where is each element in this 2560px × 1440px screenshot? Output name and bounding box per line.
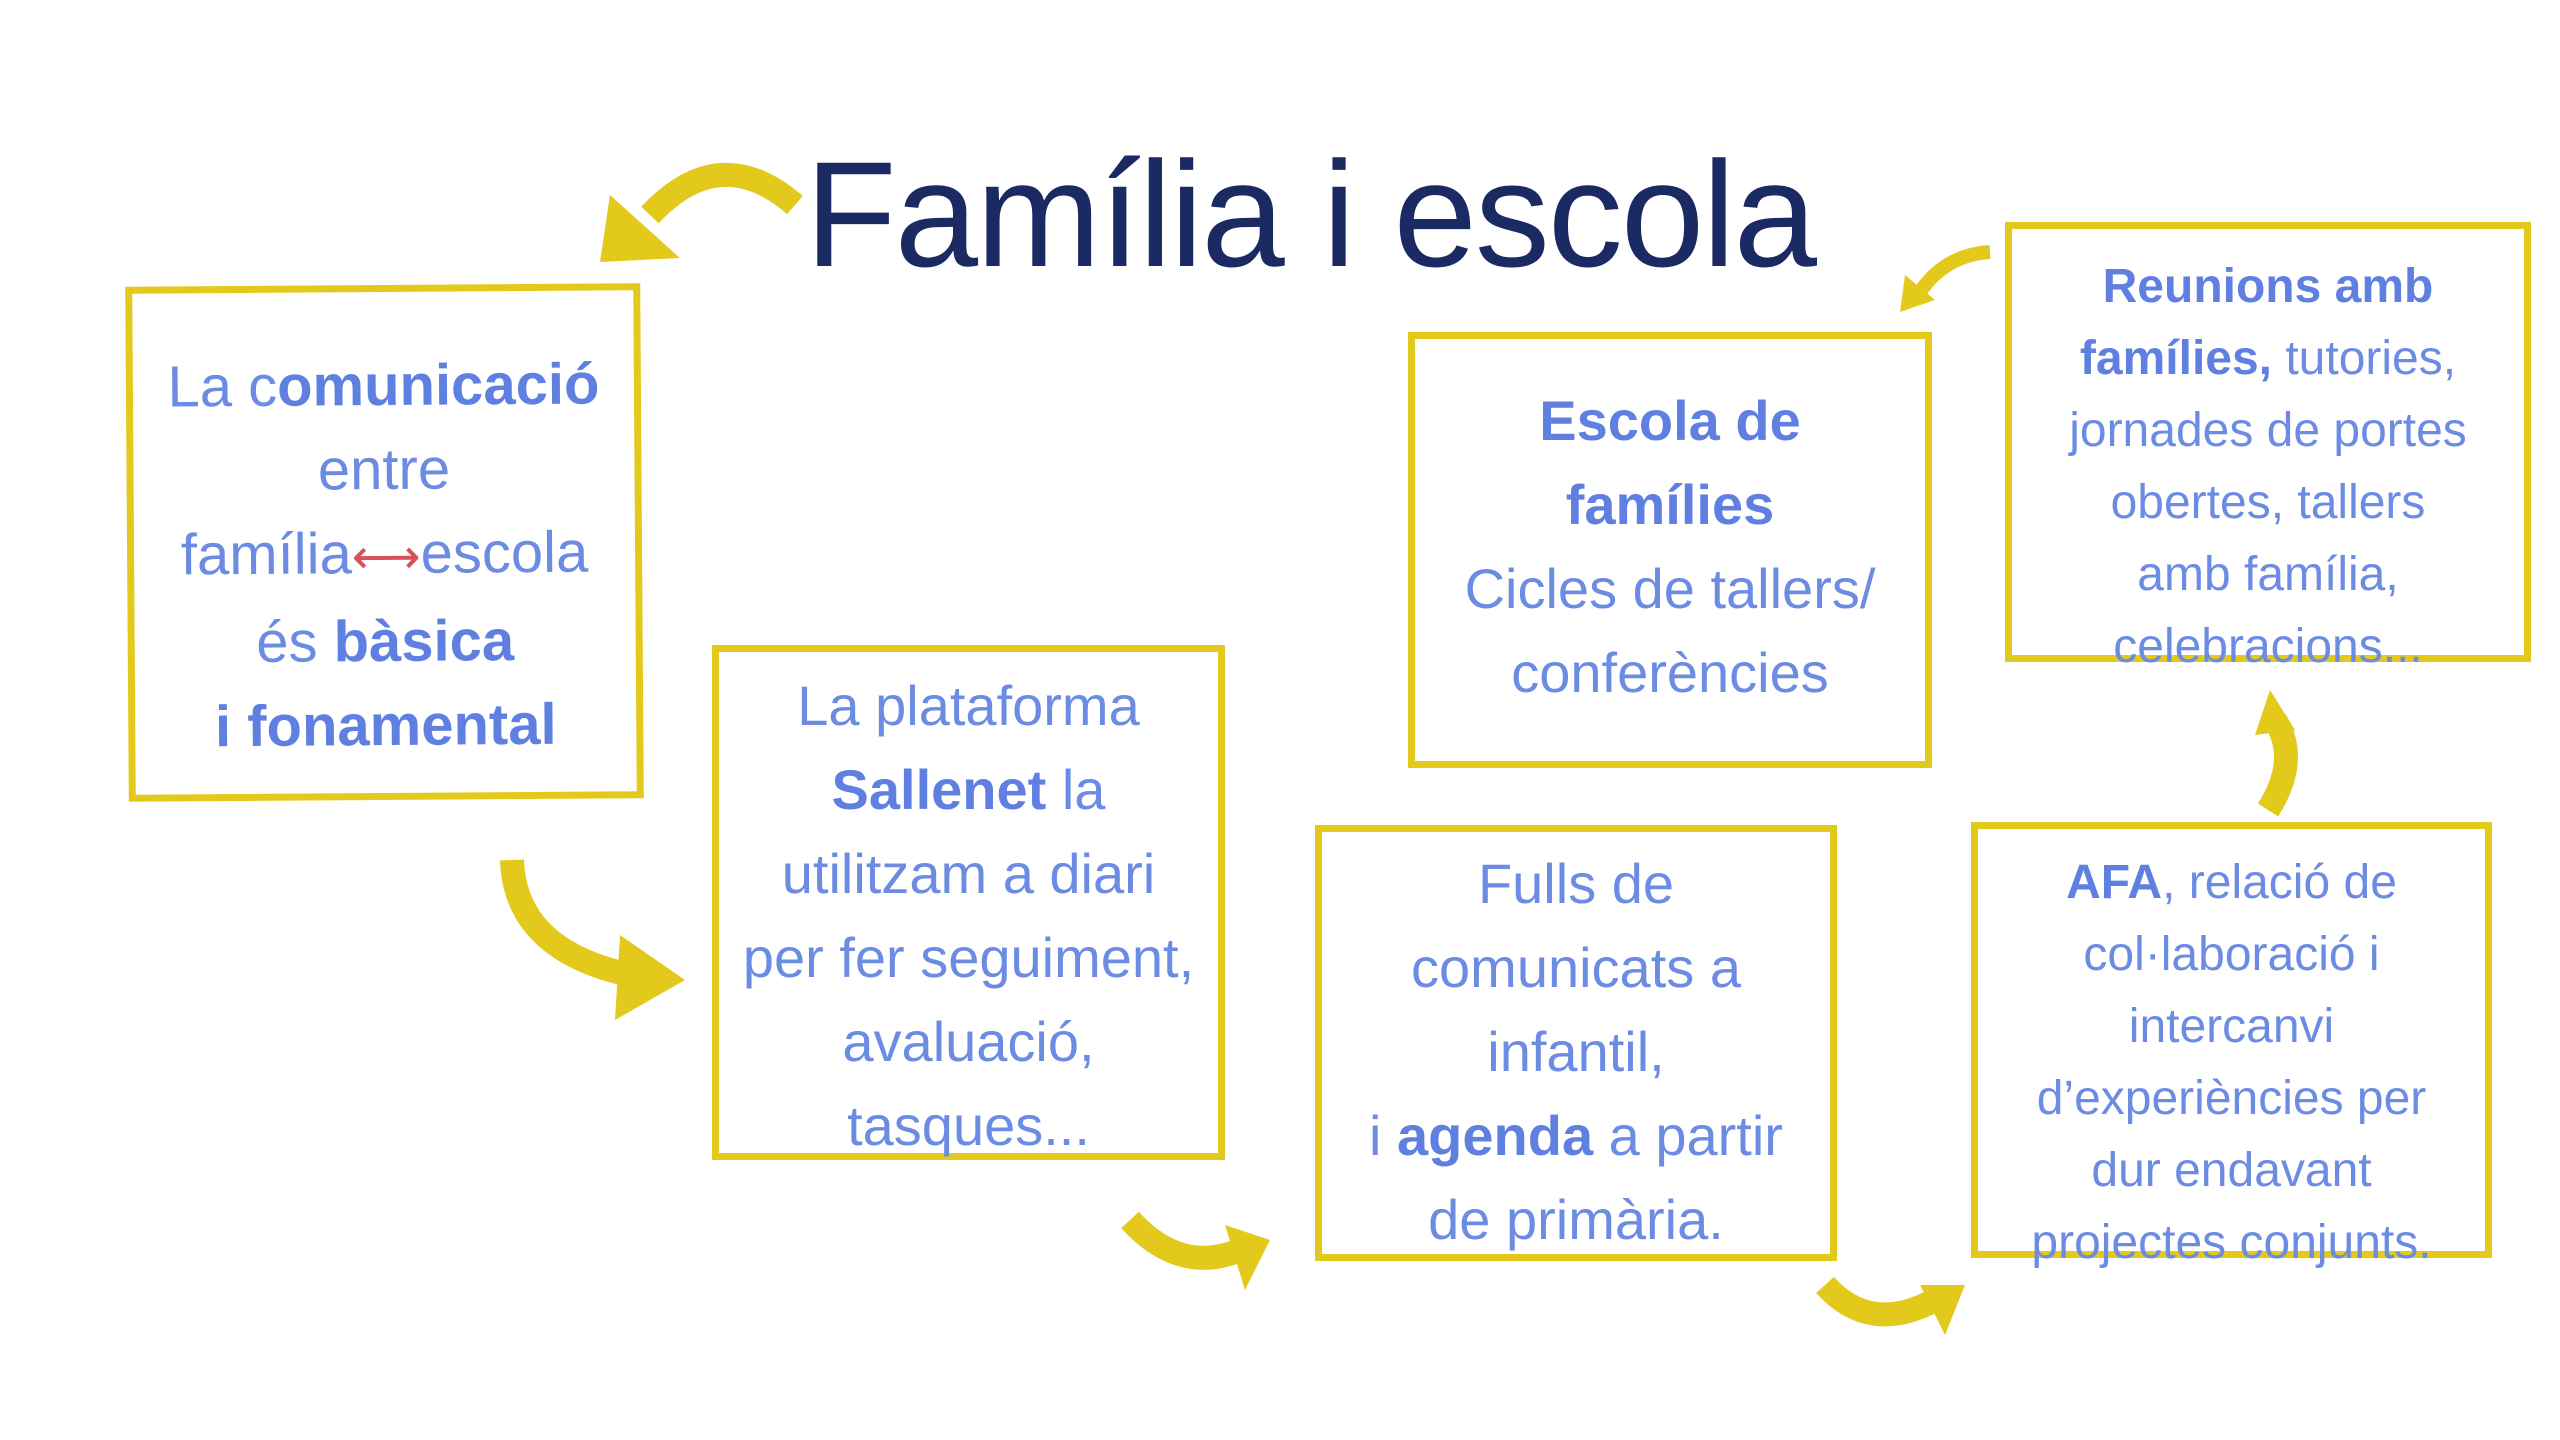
text: avaluació, [842,1010,1095,1073]
text: escola [420,519,589,586]
arrowhead-icon [600,195,680,262]
bold-text: Escola de [1539,389,1801,452]
text: col·laboració i [2083,928,2380,981]
text: és [255,609,334,675]
text: família [180,521,352,588]
page-title: Família i escola [805,130,1817,298]
text: Cicles de tallers/ [1464,557,1876,620]
box-reunions: Reunions amb famílies, tutories, jornade… [2005,222,2531,673]
curved-arrow-icon [1914,245,1991,297]
box-afa: AFA, relació de col·laboració i intercan… [1971,822,2492,1269]
text: la [1046,758,1106,821]
bold-text: Sallenet [831,758,1047,821]
text: a partir [1593,1104,1783,1167]
bold-text: i fonamental [214,691,557,760]
curved-arrow-icon [1816,1276,1941,1327]
text: tutories, [2272,332,2457,385]
curved-arrow-icon [2257,713,2298,817]
arrowhead-icon [1900,275,1935,312]
text: infantil, [1487,1020,1665,1083]
text: jornades de portes [2069,404,2467,457]
text: tasques... [847,1094,1090,1157]
arrowhead-icon [1225,1225,1270,1290]
text: utilitzam a diari [781,842,1156,905]
bold-text: Reunions amb [2102,260,2434,313]
bold-text: AFA [2066,856,2163,909]
curved-arrow-icon [1121,1211,1245,1270]
bold-text: famílies, [2079,332,2272,385]
bold-text: omunicació [276,351,600,419]
text: d’experiències per [2036,1072,2427,1125]
text: dur endavant [2091,1144,2372,1197]
text: La plataforma [797,674,1140,737]
text: , relació de [2162,856,2397,909]
text: amb família, [2137,548,2399,601]
text: entre [317,436,451,503]
arrowhead-icon [615,935,685,1020]
text: projectes conjunts. [2031,1216,2432,1269]
box-sallenet: La plataforma Sallenet la utilitzam a di… [712,645,1225,1160]
arrowhead-icon [1920,1285,1965,1335]
double-arrow-icon: ⟷ [351,530,421,585]
bold-text: bàsica [333,608,515,675]
text: de primària. [1428,1188,1724,1251]
text: celebracions... [2113,620,2423,673]
text: per fer seguiment, [742,926,1195,989]
box-comunicacio: La comunicació entre família⟷escola és b… [125,283,644,802]
text: obertes, tallers [2110,476,2426,529]
box-fulls: Fulls de comunicats a infantil, i agenda… [1315,825,1837,1261]
bold-text: agenda [1397,1104,1594,1167]
curved-arrow-icon [500,859,633,987]
arrowhead-icon [2255,690,2295,735]
text: comunicats a [1411,936,1741,999]
text: La c [167,353,278,420]
text: conferències [1511,641,1829,704]
text: i [1369,1104,1398,1167]
box-escola-families: Escola de famílies Cicles de tallers/ co… [1408,332,1932,768]
text: Fulls de [1477,852,1675,915]
text: intercanvi [2128,1000,2335,1053]
curved-arrow-icon [641,162,803,224]
bold-text: famílies [1565,473,1775,536]
